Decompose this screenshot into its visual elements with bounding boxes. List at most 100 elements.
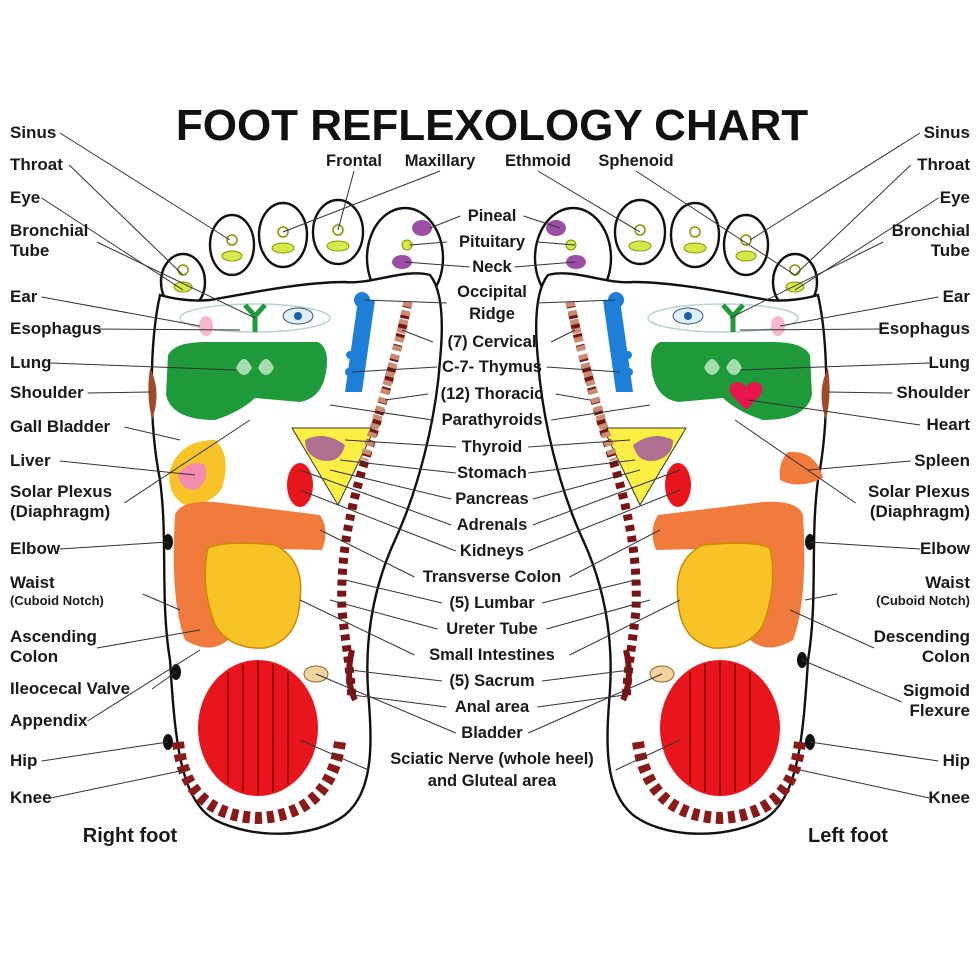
right-toe-2 [313,200,363,264]
center-label-12-thoracic: (12) Thoracic [441,385,544,403]
center-label-occipital-line2: Ridge [469,305,515,323]
left-label-waist: Waist [10,573,55,592]
left-blue-dot [623,384,631,392]
right-label-hip: Hip [943,751,970,770]
left-label-appendix: Appendix [10,711,88,730]
center-label-pituitary: Pituitary [459,233,526,251]
left-label-throat: Throat [10,155,63,174]
right-label-lung: Lung [928,353,970,372]
left-label-bronchial: Bronchial [10,221,88,240]
left-kidney [665,463,691,507]
center-label-5-sacrum: (5) Sacrum [449,672,534,690]
right-label-bronchial: Bronchial [892,221,970,240]
center-label-sciatic-nerve-whole-heel-line2: and Gluteal area [428,772,557,790]
leader-left-label-eye [42,198,183,290]
left-label-gall-bladder: Gall Bladder [10,417,111,436]
center-label-kidneys: Kidneys [460,542,524,560]
top-label-maxillary: Maxillary [405,152,476,170]
left-label-ascending: Ascending [10,627,97,646]
right-foot-caption: Right foot [83,825,178,847]
center-label-anal-area: Anal area [455,698,530,716]
right-label-waist-line2: (Cuboid Notch) [876,593,970,608]
leader-right-label-hip [810,742,938,761]
right-label-solar-plexus-line2: (Diaphragm) [870,502,970,521]
left-label-shoulder: Shoulder [10,383,84,402]
center-label-sciatic-nerve-whole-heel: Sciatic Nerve (whole heel) [390,750,594,768]
leader-left-label-shoulder [88,392,150,393]
center-label-adrenals: Adrenals [457,516,528,534]
right-label-ear: Ear [943,287,971,306]
center-label-5-lumbar: (5) Lumbar [449,594,535,612]
center-label-c-7-thymus: C-7- Thymus [442,358,542,376]
left-label-ileocecal-valve: Ileocecal Valve [10,679,130,698]
right-label-throat: Throat [917,155,970,174]
center-label-ureter-tube: Ureter Tube [446,620,537,638]
leader-left-label-throat [69,165,183,275]
leader-right-label-knee [800,770,929,798]
left-eye-pupil [684,312,692,320]
center-label-parathyroids: Parathyroids [442,411,543,429]
right-label-waist: Waist [925,573,970,592]
right-label-descending-line2: Colon [922,647,970,666]
labels: SinusThroatEyeBronchialTubeEarEsophagusL… [10,123,971,807]
leader-right-label-eye [795,198,938,290]
right-label-descending: Descending [874,627,970,646]
left-ear-spot [771,316,785,336]
center-label-occipital: Occipital [457,283,527,301]
center-label-transverse-colon: Transverse Colon [423,568,561,586]
right-label-heart: Heart [927,415,971,434]
right-foot [148,200,443,834]
right-toe-3 [259,203,307,267]
right-eye-pupil [294,312,302,320]
right-kidney [287,463,313,507]
right-label-sinus: Sinus [924,123,970,142]
left-blue-dot [625,368,633,376]
center-label-neck: Neck [472,258,512,276]
left-label-ascending-line2: Colon [10,647,58,666]
right-small-intestine [205,543,300,648]
leader-left-center-label-pineal [430,216,460,228]
leader-left-label-hip [42,742,168,761]
right-label-sigmoid-line2: Flexure [910,701,970,720]
leader-right-label-sigmoid [802,660,902,702]
left-label-solar-plexus: Solar Plexus [10,482,112,501]
top-label-ethmoid: Ethmoid [505,152,571,170]
right-label-shoulder: Shoulder [896,383,970,402]
right-blue-dot [347,384,355,392]
left-label-solar-plexus-line2: (Diaphragm) [10,502,110,521]
leader-right-label-shoulder [828,392,892,393]
leader-right-label-spleen [808,461,911,470]
right-label-bronchial-line2: Tube [931,241,970,260]
right-label-elbow: Elbow [920,539,971,558]
left-foot [535,200,830,834]
right-pineal-gland [412,220,432,236]
right-blue-dot [346,351,354,359]
right-label-solar-plexus: Solar Plexus [868,482,970,501]
left-label-eye: Eye [10,188,40,207]
right-label-spleen: Spleen [914,451,970,470]
left-label-ear: Ear [10,287,38,306]
center-label-pineal: Pineal [468,207,517,225]
center-label-7-cervical: (7) Cervical [448,333,537,351]
left-label-liver: Liver [10,451,51,470]
left-label-lung: Lung [10,353,52,372]
chart-title: FOOT REFLEXOLOGY CHART [176,101,808,150]
top-label-frontal: Frontal [326,152,382,170]
top-label-sphenoid: Sphenoid [598,152,673,170]
leader-right-label-elbow [810,542,920,549]
center-label-small-intestines: Small Intestines [429,646,555,664]
center-label-thyroid: Thyroid [462,438,523,456]
left-blue-dot [624,351,632,359]
center-label-bladder: Bladder [461,724,523,742]
left-label-knee: Knee [10,788,52,807]
leader-right-label-throat [795,165,911,275]
right-label-sigmoid: Sigmoid [903,681,970,700]
left-label-elbow: Elbow [10,539,61,558]
left-label-bronchial-line2: Tube [10,241,49,260]
left-label-waist-line2: (Cuboid Notch) [10,593,104,608]
right-ear-spot [199,316,213,336]
center-label-stomach: Stomach [457,464,527,482]
right-label-knee: Knee [928,788,970,807]
